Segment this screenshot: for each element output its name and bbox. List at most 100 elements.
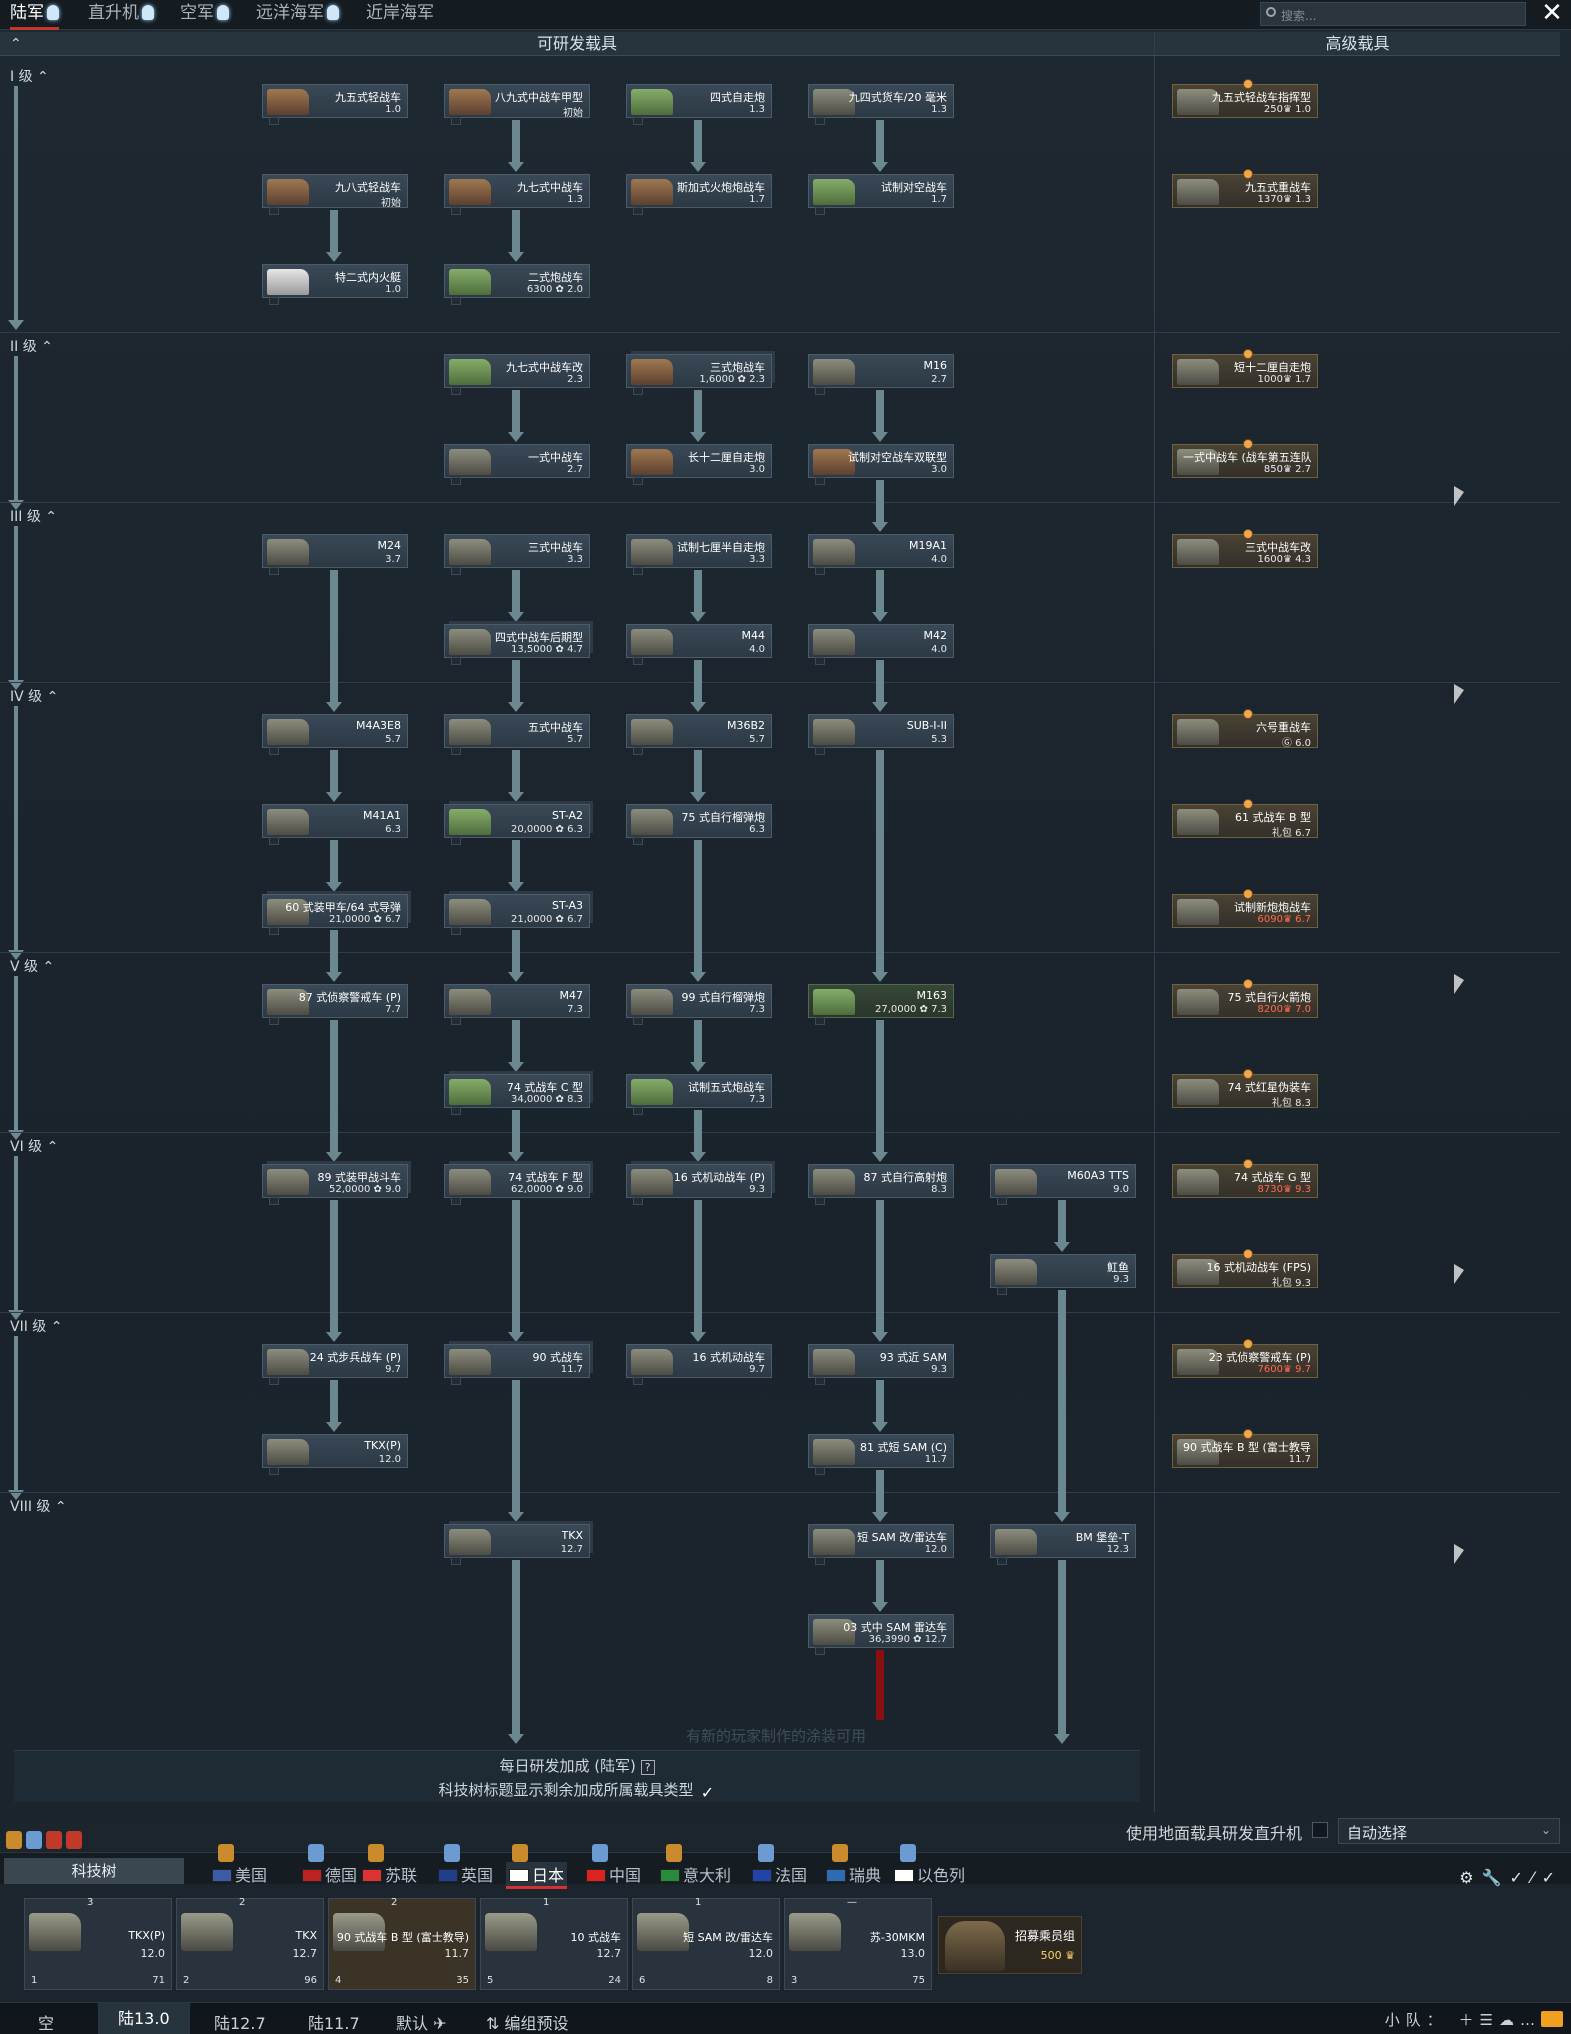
search-input[interactable]: 搜索...	[1260, 2, 1526, 26]
vehicle-card[interactable]: TKX(P)12.0	[262, 1434, 408, 1475]
recruit-crew-button[interactable]: 招募乘员组 500 ♛	[938, 1916, 1082, 1974]
premium-vehicle-card[interactable]: 一式中战车 (战车第五连队)850♛ 2.7	[1172, 439, 1318, 478]
nation-tab-7[interactable]: 法国	[752, 1862, 807, 1886]
gear-icon[interactable]: ⚙	[1459, 1868, 1482, 1887]
premium-vehicle-card[interactable]: 61 式战车 B 型礼包 6.7	[1172, 799, 1318, 839]
vehicle-card[interactable]: 16 式机动战车 (P)9.3	[626, 1164, 772, 1205]
nation-tab-8[interactable]: 瑞典	[826, 1862, 881, 1886]
collapse-all-icon[interactable]: ⌃	[10, 36, 22, 52]
timer-icon[interactable]	[46, 1831, 62, 1849]
medal-icon[interactable]	[6, 1831, 22, 1849]
check-icon[interactable]: ✓	[1541, 1868, 1563, 1887]
rank-label[interactable]: I 级 ⌃	[10, 69, 49, 85]
nation-tab-2[interactable]: 苏联	[362, 1862, 417, 1886]
default-preset[interactable]: 默认 ✈	[396, 2014, 447, 2033]
nation-tab-6[interactable]: 意大利	[660, 1862, 731, 1886]
tab-helicopter[interactable]: 直升机	[88, 0, 154, 30]
rank-label[interactable]: VII 级 ⌃	[10, 1319, 63, 1335]
rank-label[interactable]: VI 级 ⌃	[10, 1139, 59, 1155]
mail-icon[interactable]	[1541, 2011, 1563, 2027]
heli-research-select[interactable]: 自动选择⌄	[1338, 1818, 1560, 1844]
rank-label[interactable]: VIII 级 ⌃	[10, 1499, 67, 1515]
tab-ground[interactable]: 陆军	[10, 0, 59, 30]
help-icon[interactable]: ?	[640, 1760, 655, 1775]
list-icon[interactable]: ☰	[1479, 2011, 1499, 2029]
preset-tab-2[interactable]: 陆12.7	[214, 2014, 266, 2033]
bonus-type-checkbox[interactable]: ✓	[700, 1783, 715, 1802]
chat-icon[interactable]: …	[1520, 2011, 1541, 2029]
plus-icon[interactable]: ＋	[1458, 2011, 1480, 2029]
list-icon[interactable]	[66, 1831, 82, 1849]
tab-bluewater[interactable]: 远洋海军	[256, 0, 339, 30]
preset-tab-1[interactable]: 陆13.0	[98, 2003, 190, 2034]
vehicle-card[interactable]: 八九式中战车甲型初始	[444, 84, 590, 125]
rank-label[interactable]: II 级 ⌃	[10, 339, 53, 355]
nation-tab-9[interactable]: 以色列	[894, 1862, 965, 1886]
wrench-icon[interactable]: 🔧	[1481, 1868, 1510, 1887]
tab-aviation[interactable]: 空军	[180, 0, 229, 30]
nation-tab-0[interactable]: 美国	[212, 1862, 267, 1886]
toolbar-icons[interactable]: ⚙🔧✓⁄✓	[1459, 1868, 1563, 1887]
air-preset[interactable]: 空	[38, 2014, 55, 2033]
rank-label[interactable]: III 级 ⌃	[10, 509, 58, 525]
premium-vehicle-card[interactable]: 90 式战车 B 型 (富士教导) 11.7	[1172, 1429, 1318, 1468]
nation-tab-5[interactable]: 中国	[586, 1862, 641, 1886]
preset-tab-3[interactable]: 陆11.7	[308, 2014, 360, 2033]
premium-vehicle-card[interactable]: 74 式红星伪装车礼包 8.3	[1172, 1069, 1318, 1109]
tab-coastal[interactable]: 近岸海军	[366, 3, 434, 23]
rank-label[interactable]: IV 级 ⌃	[10, 689, 59, 705]
nation-tab-4[interactable]: 日本	[506, 1862, 568, 1889]
nation-tab-1[interactable]: 德国	[302, 1862, 357, 1886]
close-button[interactable]: ✕	[1541, 0, 1563, 28]
nation-tab-3[interactable]: 英国	[438, 1862, 493, 1886]
squad-icon[interactable]: ☁	[1499, 2011, 1520, 2029]
